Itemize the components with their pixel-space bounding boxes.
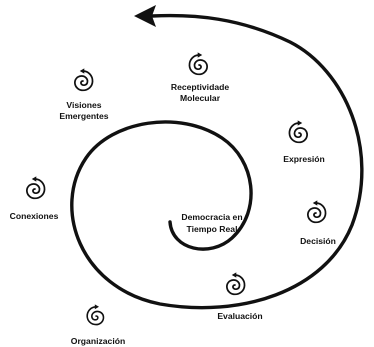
counterclockwise-spiral-icon	[307, 200, 327, 224]
node-decision: Decisión	[300, 200, 336, 246]
decision-label: Decisión	[300, 236, 336, 246]
center-label-line2: Tiempo Real	[187, 224, 238, 234]
node-visiones-emergentes: Visiones Emergentes	[59, 68, 109, 121]
main-spiral	[70, 13, 364, 310]
node-conexiones: Conexiones	[10, 176, 59, 221]
counterclockwise-spiral-icon	[226, 272, 246, 296]
visiones-label-line2: Emergentes	[59, 111, 108, 121]
node-evaluacion: Evaluación	[217, 272, 263, 321]
counterclockwise-spiral-icon	[74, 68, 94, 92]
spiral-arrowhead	[134, 5, 156, 27]
clockwise-spiral-icon	[288, 120, 308, 144]
expresion-label: Expresión	[283, 154, 325, 164]
clockwise-spiral-icon	[86, 304, 105, 326]
clockwise-spiral-icon	[188, 52, 208, 76]
visiones-label-line1: Visiones	[66, 100, 101, 110]
evaluacion-label: Evaluación	[217, 311, 262, 321]
node-organizacion: Organización	[71, 304, 125, 346]
node-receptividade-molecular: Receptividade Molecular	[171, 52, 229, 103]
conexiones-label: Conexiones	[10, 211, 59, 221]
center-label-line1: Democracia en	[181, 212, 242, 222]
counterclockwise-spiral-icon	[26, 176, 46, 200]
receptividade-label-line2: Molecular	[180, 93, 221, 103]
node-expresion: Expresión	[283, 120, 325, 164]
receptividade-label-line1: Receptividade	[171, 82, 229, 92]
organizacion-label: Organización	[71, 336, 125, 346]
